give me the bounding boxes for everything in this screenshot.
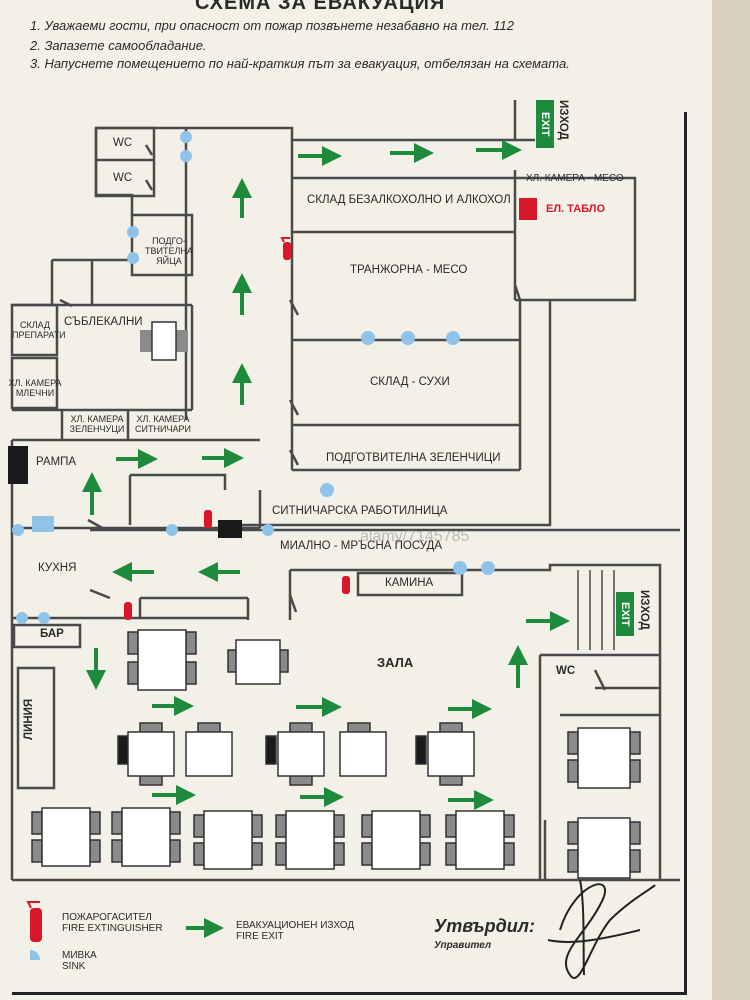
fire-extinguisher-icons (30, 242, 350, 942)
room-wc-2: WC (113, 172, 133, 184)
room-prep-veg: ПОДГОТВИТЕЛНА ЗЕЛЕНЧИЦИ (326, 452, 501, 464)
plan-frame (12, 112, 687, 995)
hall-tables (31, 629, 641, 879)
room-cold-meat: ХЛ. КАМЕРА - МЕСО (526, 173, 624, 184)
room-hall: ЗАЛА (377, 655, 414, 670)
room-cold-grocery: ХЛ. КАМЕРА СИТНИЧАРИ (135, 414, 191, 434)
electrical-panel-icon (519, 198, 537, 220)
exit-label-top: ИЗХОД (557, 100, 569, 140)
room-changing: СЪБЛЕКАЛНИ (64, 316, 143, 328)
room-wc-3: WC (556, 665, 576, 677)
el-panel-label: ЕЛ. ТАБЛО (546, 203, 606, 215)
approval-role: Управител (434, 940, 492, 951)
instruction-1: 1. Уважаеми гости, при опасност от пожар… (30, 18, 515, 33)
exit-label-bottom: ИЗХОД (638, 590, 650, 630)
room-store-preps: СКЛАД ПРЕПАРАТИ (12, 320, 66, 340)
exit-sign-bottom: EXIT (616, 592, 634, 636)
room-meat-cutting: ТРАНЖОРНА - МЕСО (350, 264, 468, 276)
ramp-door-block (8, 446, 28, 484)
equipment-block (218, 520, 242, 538)
approval-label: Утвърдил: (434, 916, 535, 936)
room-store-drinks: СКЛАД БЕЗАЛКОХОЛНО И АЛКОХОЛ (307, 194, 511, 206)
manager-signature (547, 879, 656, 979)
room-kitchen: КУХНЯ (38, 562, 77, 574)
exit-sign-top: EXIT (536, 100, 554, 148)
instruction-2: 2. Запазете самообладание. (30, 38, 207, 53)
background-wall-tile (708, 0, 750, 1000)
room-wc-1: WC (113, 137, 133, 149)
room-fireplace: КАМИНА (385, 577, 434, 589)
room-cold-veg: ХЛ. КАМЕРА ЗЕЛЕНЧУЦИ (69, 414, 125, 434)
legend-extinguisher: ПОЖАРОГАСИТЕЛ FIRE EXTINGUISHER (62, 912, 163, 934)
room-grocery-workshop: СИТНИЧАРСКА РАБОТИЛНИЦА (272, 505, 448, 517)
room-dish-washing: МИАЛНО - МРЪСНА ПОСУДА (280, 540, 442, 552)
sink-icons (12, 131, 495, 624)
legend-sink: МИВКА SINK (62, 950, 97, 972)
room-prep-eggs: ПОДГО- ТВИТЕЛНА ЯЙЦА (145, 236, 193, 266)
room-ramp: РАМПА (36, 456, 77, 468)
watermark: alamy/7145785 (360, 528, 470, 545)
room-cold-dairy: ХЛ. КАМЕРА МЛЕЧНИ (8, 378, 62, 398)
room-store-dry: СКЛАД - СУХИ (370, 376, 450, 388)
plan-title: СХЕМА ЗА ЕВАКУАЦИЯ (195, 0, 446, 14)
changing-room-table (140, 321, 188, 361)
legend-fire-exit: ЕВАКУАЦИОНЕН ИЗХОД FIRE EXIT (236, 920, 355, 942)
instruction-3: 3. Напуснете помещението по най-краткия … (30, 56, 570, 71)
room-bar: БАР (40, 628, 64, 640)
